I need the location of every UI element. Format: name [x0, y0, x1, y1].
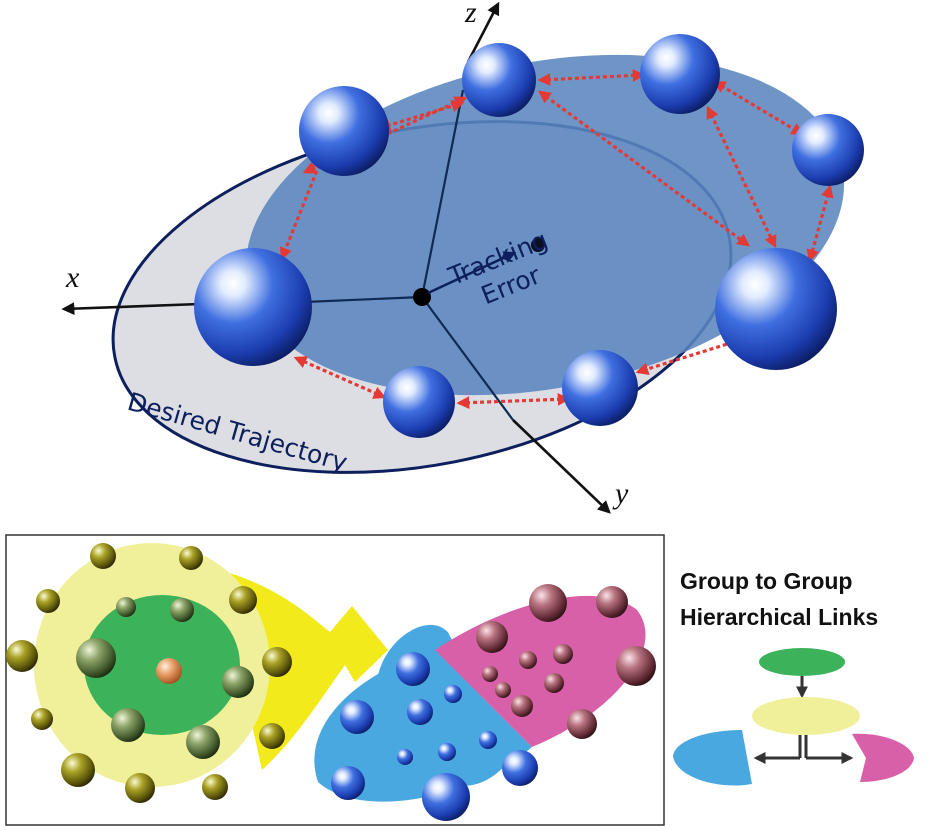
agent-sphere: [715, 248, 837, 370]
outer-agents: [6, 543, 292, 803]
group-panel: [5, 534, 665, 826]
agent-sphere: [792, 114, 864, 186]
legend-green-node: [759, 648, 845, 676]
formation-center-dot: [413, 288, 431, 306]
agent-sphere: [194, 248, 312, 366]
top-formation: x z y Tracking Error Desired Trajectory: [61, 0, 864, 514]
legend-title-line2: Hierarchical Links: [680, 604, 878, 630]
y-axis-label: y: [612, 477, 629, 510]
agent-sphere: [383, 366, 455, 438]
legend-blue-node: [673, 730, 752, 786]
legend-title-line1: Group to Group: [680, 568, 852, 594]
axis-arrows: [61, 1, 611, 514]
hierarchy-legend: Group to Group Hierarchical Links: [673, 568, 914, 786]
pink-agents: [476, 584, 656, 739]
agent-sphere: [462, 43, 536, 117]
agent-sphere: [562, 350, 638, 426]
blue-group-shape: [314, 650, 532, 802]
x-axis-label: x: [65, 261, 80, 294]
legend-pink-node: [852, 733, 914, 782]
tracking-error-arrow: [427, 251, 517, 295]
z-axis-label: z: [464, 0, 477, 29]
leader-sphere: [156, 658, 182, 684]
legend-split-links: [753, 735, 854, 764]
agents: [194, 34, 864, 438]
agent-sphere: [640, 34, 720, 114]
legend-yellow-node: [752, 697, 860, 735]
blue-agents: [331, 652, 538, 821]
inner-agents: [76, 597, 254, 759]
agent-sphere: [299, 86, 389, 176]
